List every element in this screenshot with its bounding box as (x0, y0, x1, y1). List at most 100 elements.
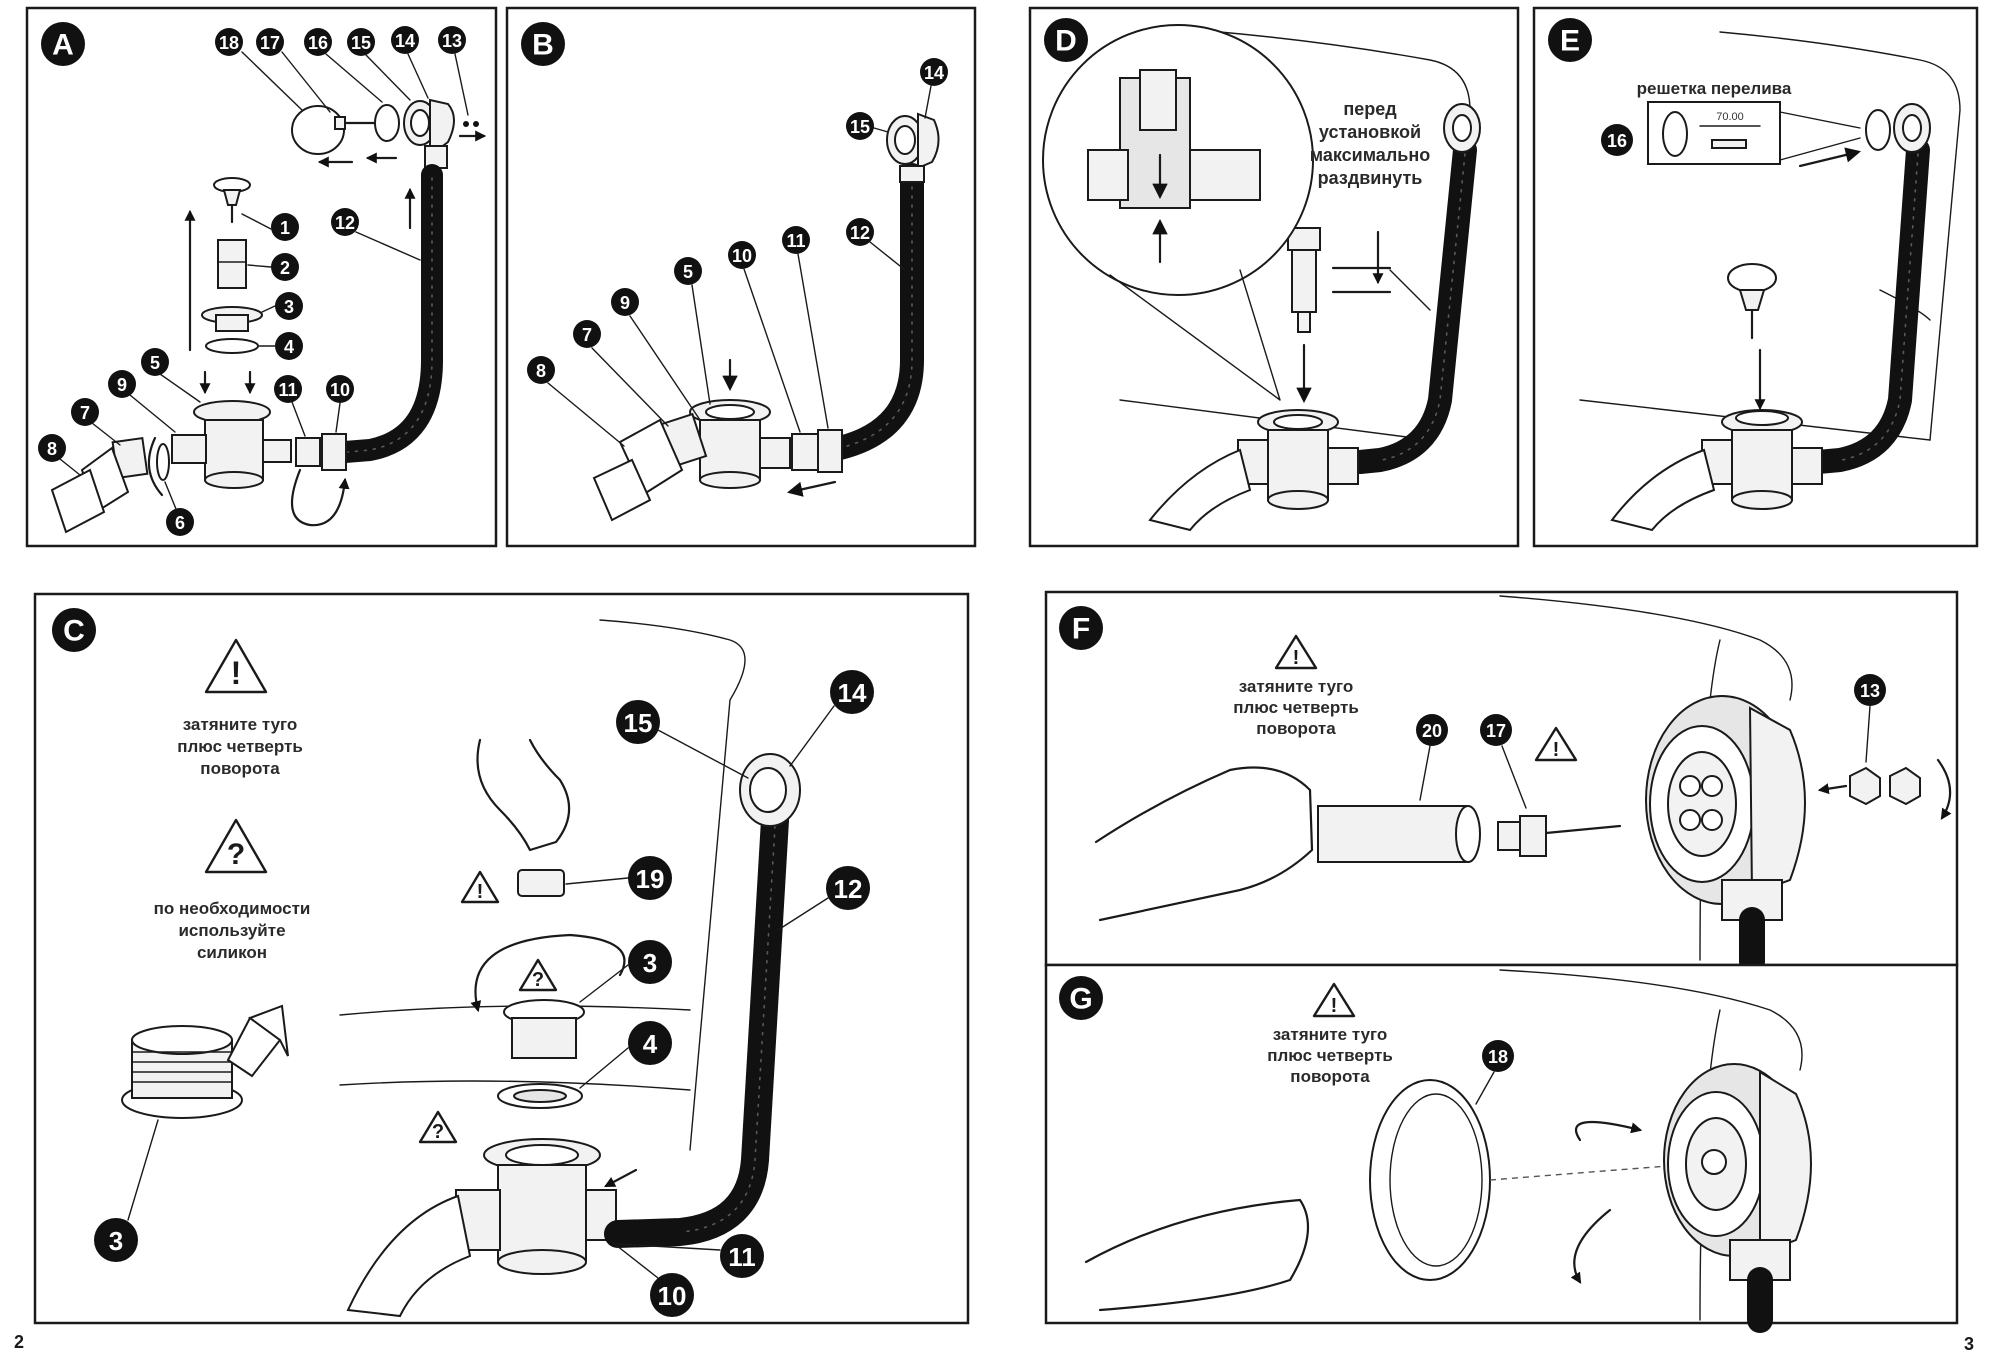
label-13: 13 (1860, 681, 1880, 701)
label-3: 3 (284, 297, 294, 317)
note-overflow-grid: решетка перелива (1637, 79, 1792, 98)
label-6: 6 (175, 513, 185, 533)
dimension-label: 70.00 (1716, 111, 1744, 123)
label-5: 5 (150, 353, 160, 373)
label-11: 11 (278, 380, 297, 400)
label-5: 5 (683, 262, 693, 282)
wrench-tool-20 (1317, 805, 1469, 863)
nut-13a (463, 121, 469, 127)
label-8: 8 (536, 361, 546, 381)
screw-17-nut (1497, 821, 1521, 851)
label-14: 14 (838, 678, 867, 708)
label-1: 1 (280, 218, 290, 238)
svg-text:плюс четверть: плюс четверть (1233, 698, 1359, 717)
note-extend: перед установкой максимально раздвинуть (1310, 99, 1430, 188)
nut-11 (817, 429, 843, 473)
label-3: 3 (643, 948, 657, 978)
label-18: 18 (1488, 1047, 1508, 1067)
svg-text:затяните туго: затяните туго (1273, 1025, 1388, 1044)
warning-triangle (204, 638, 268, 694)
bathtub-outline (1499, 969, 1803, 1071)
label-9: 9 (117, 375, 127, 395)
callouts-panel-a: 18 17 16 15 14 13 1 2 3 4 12 5 9 7 8 6 1… (38, 26, 466, 536)
callouts-panel-c: 14 15 12 19 3 4 11 10 (616, 670, 874, 1317)
drain-pipe (1148, 448, 1252, 532)
panel-f-letter: F (1072, 613, 1090, 646)
label-19: 19 (636, 864, 665, 894)
label-18: 18 (219, 33, 239, 53)
label-3-silicone: 3 (109, 1226, 123, 1256)
nut-13b (473, 121, 479, 127)
label-13: 13 (442, 31, 462, 51)
panel-b: B 14 15 12 5 10 11 9 7 8 (505, 6, 977, 548)
panel-d: D перед установкой (1028, 6, 1520, 548)
svg-text:!: ! (1553, 739, 1560, 761)
label-20: 20 (1422, 721, 1442, 741)
label-12: 12 (335, 213, 355, 233)
grid-16 (374, 104, 400, 142)
trap-body (1267, 429, 1329, 501)
bathtub-outline (599, 619, 746, 1151)
panel-g-letter: G (1069, 983, 1092, 1016)
label-12: 12 (850, 223, 870, 243)
note-extend-line1: перед (1343, 99, 1397, 119)
label-14: 14 (924, 63, 944, 83)
svg-text:!: ! (1293, 647, 1300, 669)
panel-b-letter: B (532, 29, 554, 62)
note-tighten-f: затяните туго плюс четверть поворота (1233, 677, 1359, 738)
svg-text:силикон: силикон (197, 943, 267, 962)
note-extend-line3: максимально (1310, 145, 1430, 165)
panel-g-frame (1044, 963, 1959, 1325)
svg-text:!: ! (1331, 995, 1338, 1017)
svg-text:используйте: используйте (178, 921, 285, 940)
warning-triangle (1312, 982, 1356, 1018)
screw-17-head (334, 116, 346, 130)
nut-10 (321, 433, 347, 471)
label-11: 11 (786, 231, 805, 251)
callouts-panel-b: 14 15 12 5 10 11 9 7 8 (527, 58, 948, 384)
label-10: 10 (732, 246, 752, 266)
callouts-panel-f: 20 17 13 (1416, 674, 1886, 746)
panel-d-letter: D (1055, 25, 1077, 58)
label-14: 14 (395, 31, 415, 51)
panel-a-letter: A (52, 29, 74, 62)
screw-17-head (1519, 815, 1547, 857)
svg-text:?: ? (227, 838, 245, 871)
warning-triangle (1274, 634, 1318, 670)
label-17: 17 (1486, 721, 1506, 741)
panel-c-letter: C (63, 615, 85, 648)
svg-text:!: ! (231, 655, 242, 691)
panel-a: A (25, 6, 498, 548)
trap-body (497, 1164, 587, 1261)
note-tighten-c: затяните туго плюс четверть поворота (177, 715, 303, 778)
bathtub-outline (1719, 31, 1961, 441)
label-15: 15 (850, 117, 870, 137)
panel-e-letter: E (1560, 25, 1580, 58)
panel-c: C ! затяните туго плюс четверть поворота… (33, 592, 970, 1325)
overflow-body-14 (917, 112, 940, 170)
hand (1084, 1198, 1310, 1312)
gasket-11 (295, 437, 321, 467)
gasket-6 (156, 443, 170, 481)
svg-text:затяните туго: затяните туго (183, 715, 298, 734)
overflow-cap-18 (1369, 1079, 1491, 1281)
plug (1727, 263, 1777, 293)
page-number-right: 3 (1964, 1334, 1974, 1354)
washer-9 (171, 434, 207, 464)
bathtub-outline (1219, 31, 1471, 441)
label-12: 12 (834, 874, 863, 904)
panel-f: F ! затяните туго плюс четверть поворота… (1044, 590, 1959, 975)
panel-a-letter-badge (41, 22, 85, 66)
label-4: 4 (284, 337, 294, 357)
label-11: 11 (728, 1242, 756, 1272)
nut-10 (791, 433, 819, 471)
svg-text:?: ? (432, 1121, 444, 1143)
svg-text:поворота: поворота (1256, 719, 1336, 738)
drain-pipe (346, 1194, 472, 1318)
bathtub-outline (1499, 595, 1793, 701)
gasket-4 (205, 338, 259, 354)
question-triangle (204, 818, 268, 874)
label-10: 10 (330, 380, 350, 400)
label-16: 16 (1607, 131, 1627, 151)
